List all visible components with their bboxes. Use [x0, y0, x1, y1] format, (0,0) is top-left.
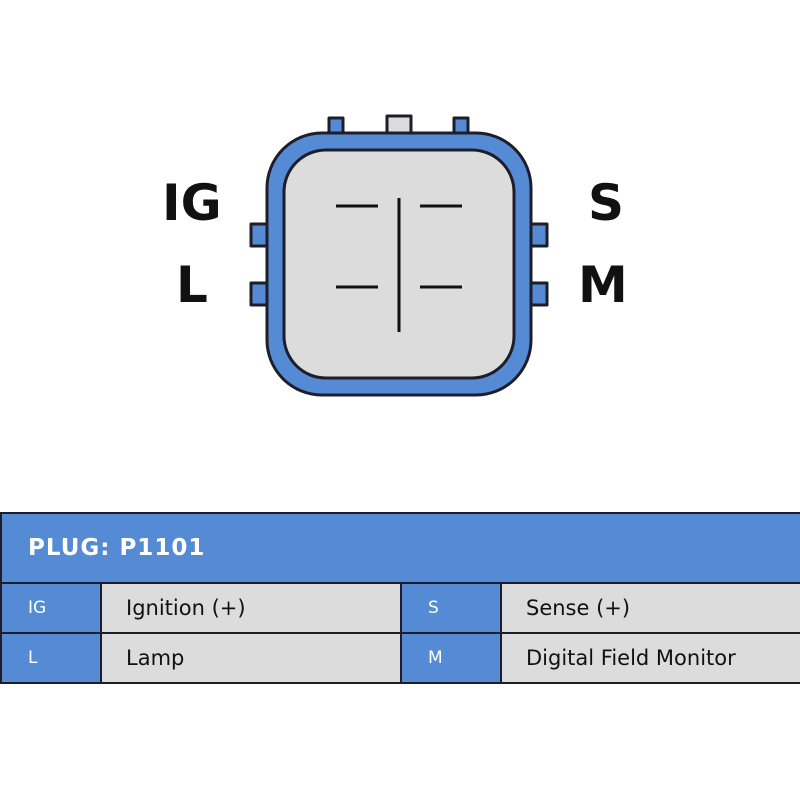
pin-label-s: S — [588, 174, 625, 232]
pin-code-cell: M — [400, 632, 502, 684]
pin-label-m: M — [578, 256, 628, 314]
table-header-row: PLUG: P1101 — [0, 512, 800, 584]
pin-description-cell: Digital Field Monitor — [499, 632, 800, 684]
pin-description-cell: Sense (+) — [499, 582, 800, 634]
plug-title: PLUG: P1101 — [0, 512, 800, 584]
pin-description-cell: Ignition (+) — [100, 582, 402, 634]
pin-code-cell: S — [400, 582, 502, 634]
pin-code-cell: IG — [0, 582, 102, 634]
pin-label-ig: IG — [162, 174, 222, 232]
pinout-table: PLUG: P1101 IG Ignition (+) S Sense (+) … — [0, 512, 800, 684]
table-row: L Lamp M Digital Field Monitor — [0, 632, 800, 684]
pin-description-cell: Lamp — [100, 632, 402, 684]
pin-label-l: L — [176, 256, 208, 314]
pin-code-cell: L — [0, 632, 102, 684]
table-row: IG Ignition (+) S Sense (+) — [0, 582, 800, 634]
